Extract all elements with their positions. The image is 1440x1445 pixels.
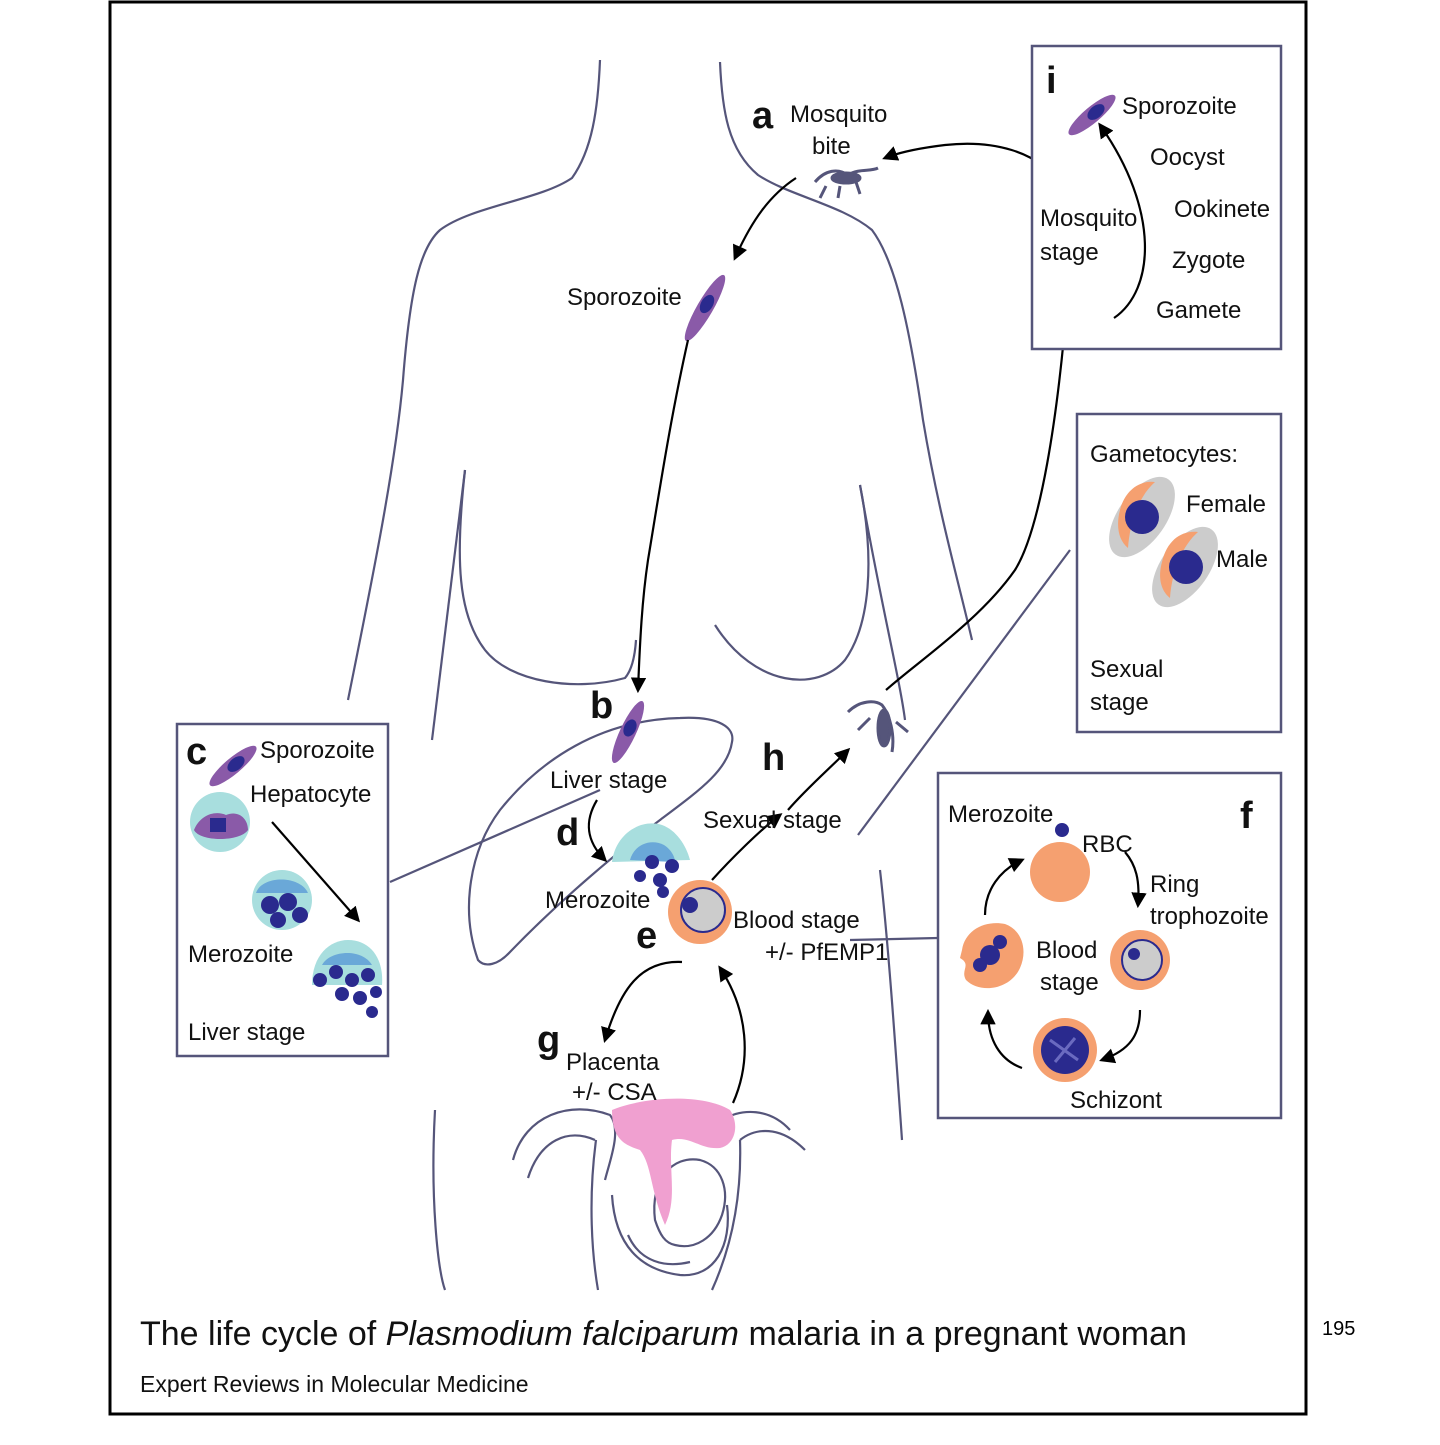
arrow-gamete-to-sporozoite [1098,122,1146,319]
sporozoite-icon-liver [611,701,645,763]
label-sporozoite-box-c: Sporozoite [260,737,375,764]
hepatocyte-icon-1 [190,792,250,852]
sporozoite-icon-main [684,274,726,342]
label-female: Female [1186,491,1266,518]
label-gametocytes: Gametocytes: [1090,441,1238,468]
arrow-ring-to-schizont [1099,1009,1142,1064]
arrow-sexual-to-mosquito [787,747,851,811]
box-gametocytes: Gametocytes: Female Male Sexual stage [1075,412,1283,734]
letter-i: i [1046,60,1057,102]
letter-e: e [636,915,657,957]
body-outline [346,59,974,1291]
label-rbc: RBC [1082,831,1133,858]
letter-d: d [556,812,579,854]
rbc-icon [1030,823,1090,902]
mosquito-icon-bottom [846,700,909,753]
label-sexual-box: Sexual [1090,656,1163,683]
label-mosquito: Mosquito [790,101,887,128]
letter-a: a [752,95,774,137]
figure-title: The life cycle of Plasmodium falciparum … [140,1315,1187,1353]
sporozoite-icon-box-c [209,745,257,787]
female-gametocyte-icon [1109,476,1175,558]
arrow-blood-to-sexual-segment [711,813,783,881]
label-sporozoite-box-i: Sporozoite [1122,93,1237,120]
connector-box-c [389,788,601,884]
label-oocyst: Oocyst [1150,144,1225,171]
connector-box-f [849,936,939,942]
schizont-icon [1033,1018,1097,1082]
arrow-placenta-to-blood [718,965,746,1104]
label-bite: bite [812,133,851,160]
letter-h: h [762,737,785,779]
letter-f: f [1240,795,1253,837]
label-trophozoite: trophozoite [1150,903,1269,930]
label-male: Male [1216,546,1268,573]
label-liver-stage-main: Liver stage [550,767,667,794]
hepatocyte-icon-main [612,823,690,898]
label-ookinete: Ookinete [1174,196,1270,223]
label-zygote: Zygote [1172,247,1245,274]
arrow-sporozoite-to-liver [630,339,690,694]
arrow-mosquito-to-mosquito-stage [885,286,1075,691]
label-placenta: Placenta [566,1049,660,1076]
label-stage-box-f: stage [1040,969,1099,996]
label-merozoite-box-f: Merozoite [948,801,1053,828]
arrow-schizont-to-burst [980,1008,1023,1070]
arrow-blood-to-placenta [601,960,683,1043]
infected-rbc-icon-main [668,880,732,944]
mosquito-icon-top [813,166,879,199]
figure-source: Expert Reviews in Molecular Medicine [140,1371,529,1397]
bursting-rbc-icon [960,923,1024,989]
label-sporozoite-main: Sporozoite [567,284,682,311]
letter-c: c [186,731,207,773]
label-merozoite-box-c: Merozoite [188,941,293,968]
placenta-shape [612,1098,736,1225]
arrow-burst-to-rbc [983,858,1025,916]
ring-trophozoite-icon [1110,930,1170,990]
label-blood-stage-main: Blood stage [733,907,860,934]
box-liver-stage: c Sporozoite Hepatocyte [175,722,390,1058]
label-mosquito-stage-1: Mosquito [1040,205,1137,232]
page-number: 195 [1322,1318,1356,1340]
label-gamete: Gamete [1156,297,1241,324]
arrow-rbc-to-ring [1124,851,1147,909]
label-ring: Ring [1150,871,1199,898]
label-mosquito-stage-2: stage [1040,239,1099,266]
label-blood-box: Blood [1036,937,1097,964]
box-mosquito-stage: i Sporozoite Oocyst Ookinete Zygote Game… [1030,44,1283,351]
male-gametocyte-icon [1152,526,1218,608]
label-schizont: Schizont [1070,1087,1162,1114]
box-blood-stage: f Merozoite RBC Ring trophozoite Blood s… [936,771,1283,1120]
arrow-liver-to-merozoite [587,799,608,863]
label-sexual-stage-main: Sexual stage [703,807,842,834]
arrow-bite-to-sporozoite [733,177,797,261]
label-stage-box: stage [1090,689,1149,716]
letter-b: b [590,685,613,727]
label-hepatocyte: Hepatocyte [250,781,371,808]
arrow-hepatocyte-development [271,821,361,923]
hepatocyte-icon-3 [312,940,383,1018]
hepatocyte-icon-2 [252,870,312,930]
label-liver-stage-box: Liver stage [188,1019,305,1046]
label-pfemp1: +/- PfEMP1 [765,939,888,966]
label-merozoite-main: Merozoite [545,887,650,914]
label-csa: +/- CSA [572,1079,657,1106]
sporozoite-icon-box-i [1068,94,1116,136]
connector-box-gametocytes [857,549,1071,836]
letter-g: g [537,1019,560,1061]
